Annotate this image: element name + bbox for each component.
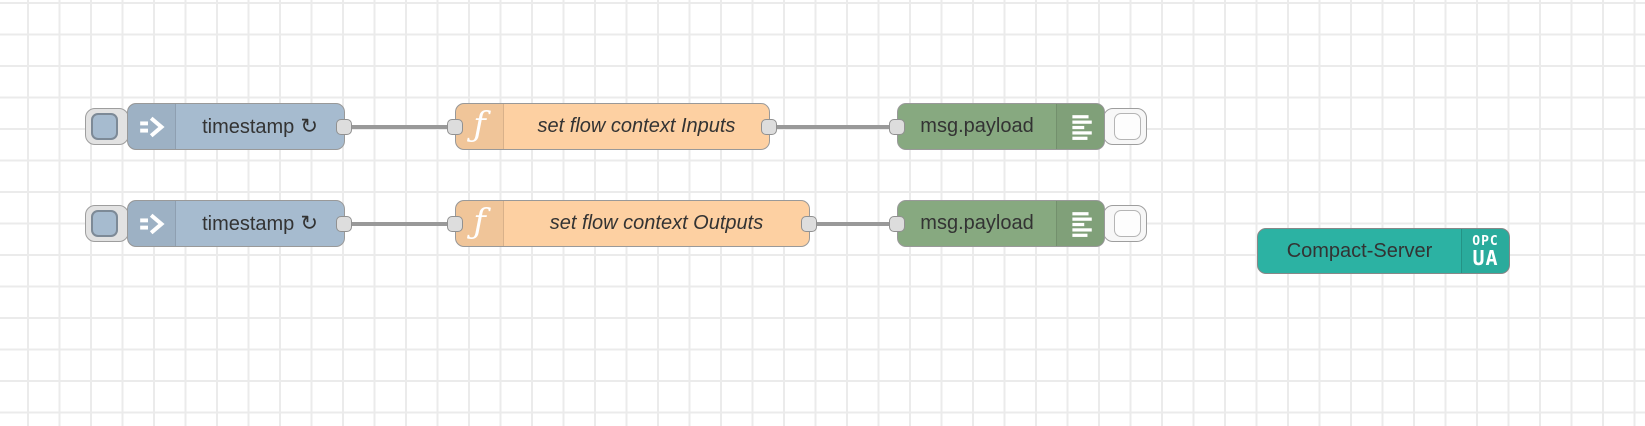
node-label: set flow context Outputs [549, 212, 764, 234]
inject-icon [128, 201, 176, 246]
repeat-icon: ↻ [300, 212, 318, 235]
debug-node[interactable]: msg.payload [897, 200, 1105, 247]
repeat-icon: ↻ [300, 115, 318, 138]
inject-button[interactable] [85, 205, 129, 242]
wire-function1-debug1[interactable] [769, 124, 897, 129]
debug-toggle-pad[interactable] [1114, 112, 1141, 140]
output-port[interactable] [761, 118, 777, 135]
output-port[interactable] [336, 215, 352, 232]
function-node[interactable]: ƒ set flow context Inputs [455, 103, 770, 150]
function-node[interactable]: ƒ set flow context Outputs [455, 200, 810, 247]
debug-node[interactable]: msg.payload [897, 103, 1105, 150]
inject-button-pad[interactable] [91, 209, 118, 237]
opcua-icon: OPC UA [1461, 229, 1509, 273]
input-port[interactable] [447, 215, 463, 232]
node-label: set flow context Inputs [537, 115, 736, 137]
node-label: timestamp↻ [202, 212, 318, 235]
wire-function2-debug2[interactable] [809, 221, 897, 226]
input-port[interactable] [889, 118, 905, 135]
debug-icon [1056, 201, 1104, 246]
node-label: Compact-Server [1286, 239, 1433, 262]
function-icon: ƒ [456, 201, 504, 246]
inject-icon [128, 104, 176, 149]
input-port[interactable] [889, 215, 905, 232]
debug-toggle-button[interactable] [1103, 108, 1147, 145]
inject-node[interactable]: timestamp↻ [127, 103, 345, 150]
output-port[interactable] [336, 118, 352, 135]
input-port[interactable] [447, 118, 463, 135]
opcua-server-node[interactable]: Compact-Server OPC UA [1257, 228, 1510, 274]
wire-inject2-function2[interactable] [344, 221, 456, 226]
node-label: msg.payload [920, 212, 1034, 234]
inject-node[interactable]: timestamp↻ [127, 200, 345, 247]
function-icon: ƒ [456, 104, 504, 149]
inject-button[interactable] [85, 108, 129, 145]
debug-toggle-button[interactable] [1103, 205, 1147, 242]
node-label: timestamp↻ [202, 115, 318, 138]
debug-toggle-pad[interactable] [1114, 209, 1141, 237]
node-label: msg.payload [920, 115, 1034, 137]
debug-icon [1056, 104, 1104, 149]
output-port[interactable] [801, 215, 817, 232]
wire-inject1-function1[interactable] [344, 124, 456, 129]
inject-button-pad[interactable] [91, 112, 118, 140]
